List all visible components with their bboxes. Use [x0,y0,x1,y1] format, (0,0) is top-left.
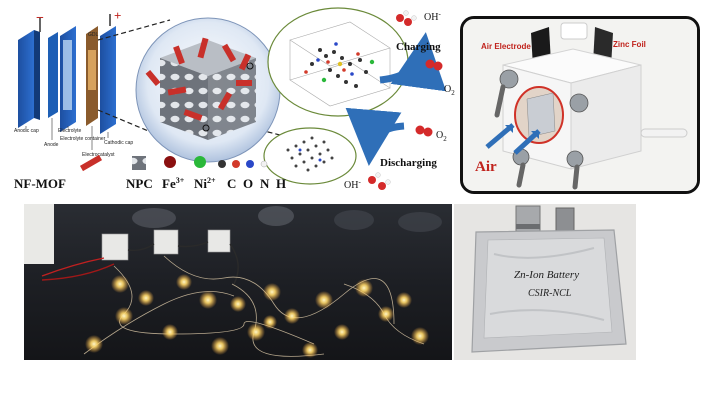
pouch-label-line2: CSIR-NCL [528,288,572,299]
zinc-foil-label: Zinc Foil [613,40,646,49]
mof-rods [145,37,252,121]
o2-molecule-bottom [415,125,433,137]
air-label: Air [475,159,497,175]
label-anode: Anode [44,142,59,148]
plus-sign: + [114,8,121,23]
legend-npc: NPC [126,176,153,191]
cell-stack: − + Anodic cap Anode Electrolyte Electro… [14,8,133,158]
label-electrolyte: Electrolyte [58,128,82,134]
discharging-label: Discharging [380,157,437,169]
charging-arrow [379,32,447,92]
o-swatch [232,160,240,168]
device-photo-panel: Air Electrode Zinc Foil Air [460,16,700,194]
device-photo: Air Electrode Zinc Foil Air [463,19,697,191]
legend-row: NF-MOF NPC Fe3+ Ni2+ C O N H [14,154,286,191]
oh-bottom-label: OH- [344,178,361,191]
nf-mof-swatch [79,154,103,172]
minus-sign: − [36,11,44,26]
o2-bottom-label: O2 [436,130,447,143]
zinc-air-schematic-panel: − + Anodic cap Anode Electrolyte Electro… [0,0,460,200]
pouch-cell-photo-panel: Zn-Ion Battery CSIR-NCL [454,204,636,360]
label-gdl: GDL [88,32,99,38]
mof-structure-ellipse [267,7,409,117]
oh-molecule-bottom [368,172,391,190]
legend-c: C [227,176,236,191]
fe-swatch [164,156,176,168]
ni-swatch [194,156,206,168]
legend-o: O [243,176,253,191]
legend-n: N [260,176,270,191]
label-electrocatalyst: Electrocatalyst [82,152,115,158]
catalyst-sphere [135,17,281,163]
charging-label: Charging [396,41,441,53]
o2-molecule-top [425,59,443,71]
oh-molecule-top [396,10,417,26]
npc-swatch [132,156,146,170]
label-electrolyte-container: Electrolyte container [60,136,106,142]
pouch-label-line1: Zn-Ion Battery [514,269,579,281]
oh-top-label: OH- [424,10,441,23]
o2-top-label: O2 [444,84,455,97]
legend-nf-mof: NF-MOF [14,176,66,191]
discharging-arrow [345,107,405,166]
c-swatch [218,160,226,168]
label-cathodic-cap: Cathodic cap [104,140,133,146]
pouch-cell-photo: Zn-Ion Battery CSIR-NCL [454,204,636,360]
led-demo-photo [24,204,452,360]
schematic-figure: − + Anodic cap Anode Electrolyte Electro… [14,7,455,191]
led-demo-photo-panel [24,204,452,360]
legend-ni: Ni2+ [194,176,216,191]
legend-fe: Fe3+ [162,176,185,191]
h-swatch [260,160,268,168]
legend-h: H [276,176,286,191]
label-anodic-cap: Anodic cap [14,128,39,134]
air-electrode-label: Air Electrode [481,42,531,51]
led-lights [85,274,429,358]
n-swatch [246,160,254,168]
cells-in-series [101,229,231,261]
